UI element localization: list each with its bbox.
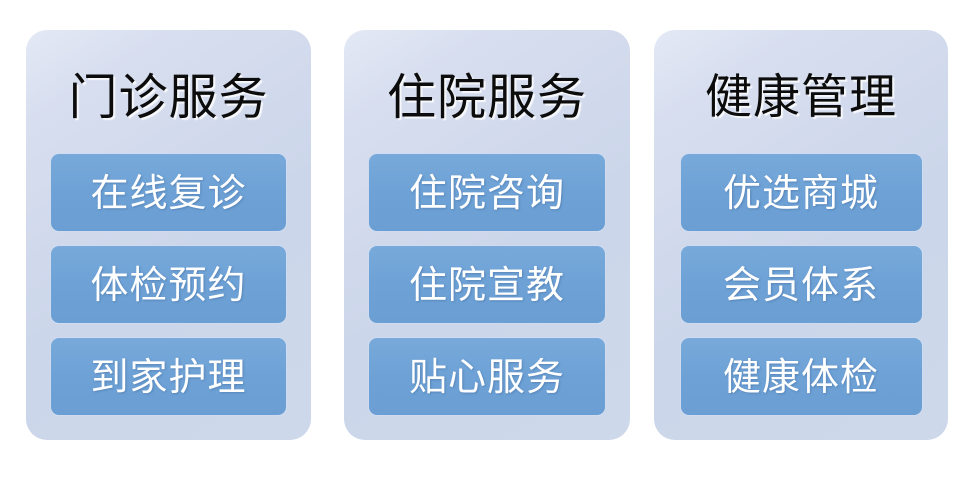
service-item[interactable]: 健康体检 — [679, 337, 923, 416]
service-item-list: 在线复诊 体检预约 到家护理 — [26, 153, 311, 416]
service-item[interactable]: 优选商城 — [679, 153, 923, 232]
service-item-list: 住院咨询 住院宣教 贴心服务 — [344, 153, 630, 416]
service-category-card-health-management: 健康管理 优选商城 会员体系 健康体检 — [654, 30, 948, 440]
card-title: 门诊服务 — [68, 69, 269, 126]
service-item[interactable]: 贴心服务 — [368, 337, 606, 416]
service-item[interactable]: 住院宣教 — [368, 245, 606, 324]
card-title: 健康管理 — [705, 70, 897, 125]
service-item[interactable]: 在线复诊 — [50, 153, 287, 232]
service-category-card-inpatient: 住院服务 住院咨询 住院宣教 贴心服务 — [344, 30, 630, 440]
service-item[interactable]: 体检预约 — [50, 245, 287, 324]
service-item[interactable]: 住院咨询 — [368, 153, 606, 232]
service-item[interactable]: 会员体系 — [679, 245, 923, 324]
service-item[interactable]: 到家护理 — [50, 337, 287, 416]
card-title: 住院服务 — [386, 69, 587, 126]
service-category-card-outpatient: 门诊服务 在线复诊 体检预约 到家护理 — [26, 30, 311, 440]
service-item-list: 优选商城 会员体系 健康体检 — [654, 153, 948, 416]
